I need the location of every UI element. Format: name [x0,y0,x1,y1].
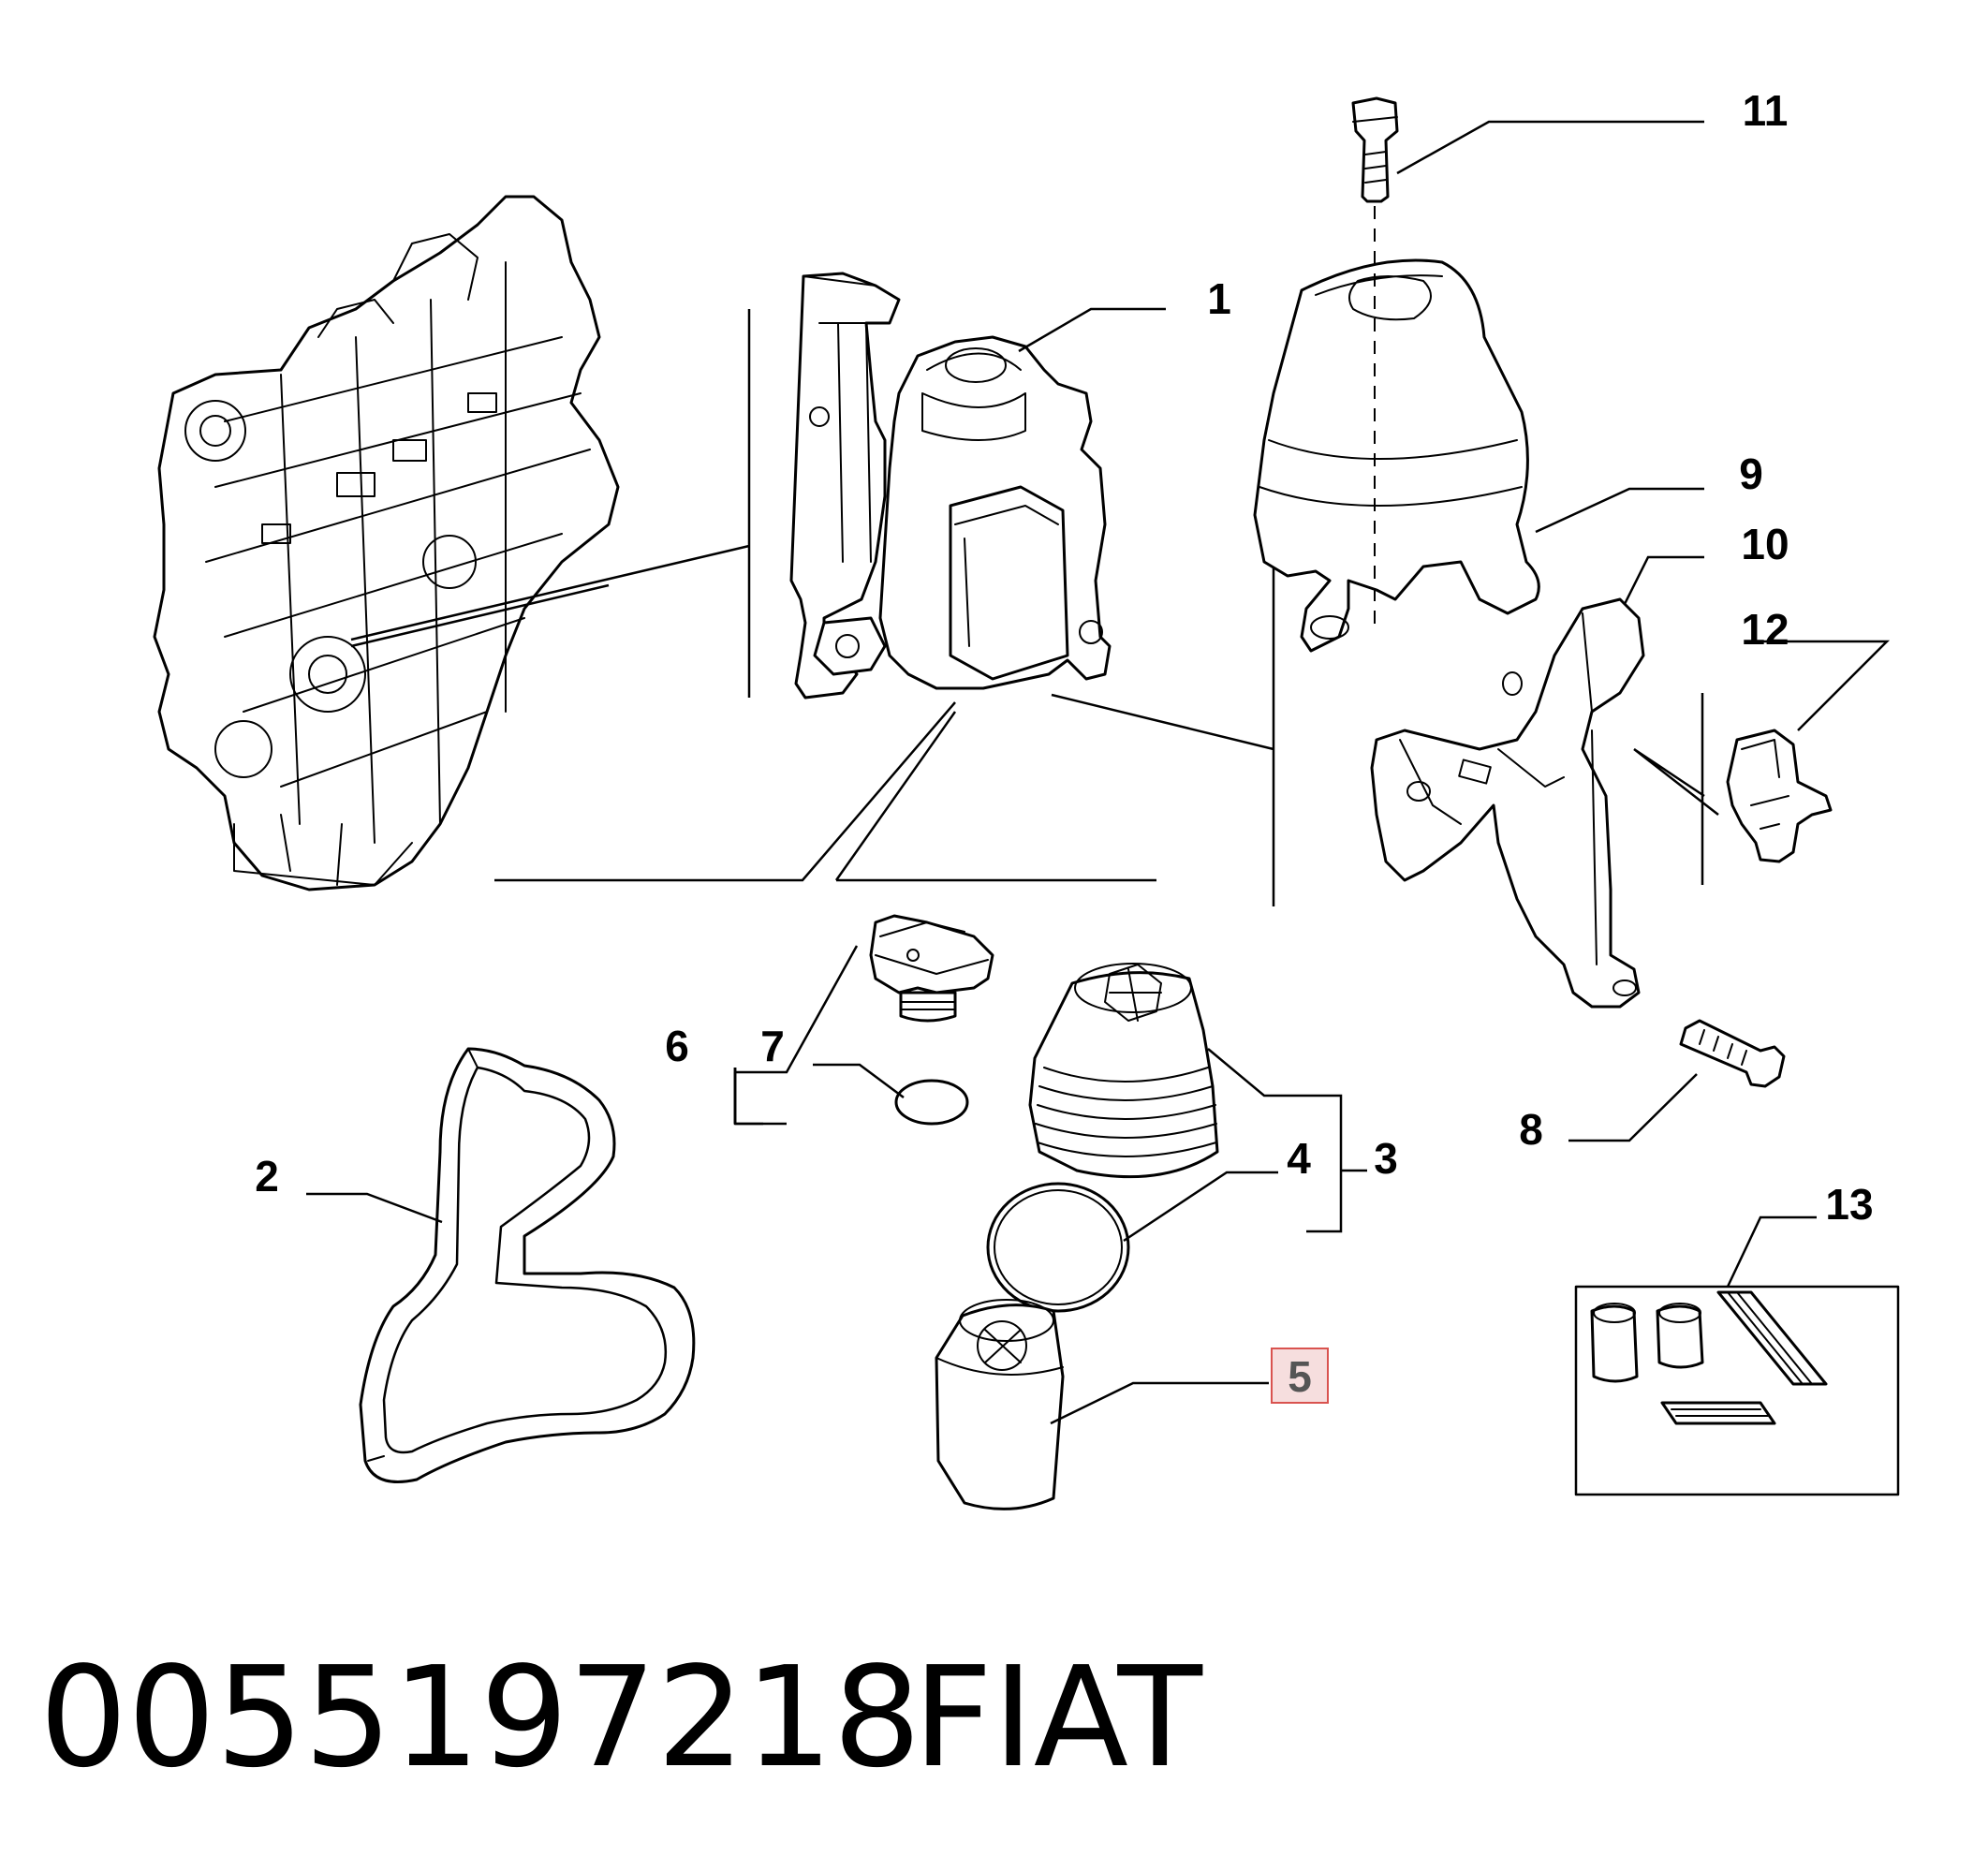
oil-filter-cap [1028,963,1219,1179]
callout-2[interactable]: 2 [255,1152,279,1201]
heat-shield-cover [1253,258,1540,653]
callout-5-highlight [1271,1348,1329,1404]
retaining-clip [1726,729,1833,863]
seal-ring-4 [986,1182,1130,1313]
callout-4[interactable]: 4 [1287,1134,1311,1183]
gasket [359,1047,696,1483]
brand-name: FIAT [913,1637,1203,1798]
callout-8[interactable]: 8 [1519,1105,1543,1154]
footer: 0055197218 FIAT [39,1637,1203,1798]
callout-5[interactable]: 5 [1288,1352,1312,1401]
oil-filler-cap [869,914,994,1023]
callout-9[interactable]: 9 [1739,449,1763,498]
oil-filter-housing-module [789,272,1112,700]
engine-block-illustration [153,195,620,891]
bolt-8 [1679,1019,1786,1088]
callout-7[interactable]: 7 [760,1022,785,1070]
filter-kit-box [1574,1285,1900,1496]
callout-10[interactable]: 10 [1741,520,1789,568]
leader-lines [306,120,1891,1425]
callout-12[interactable]: 12 [1741,605,1789,654]
bolt-11 [1351,96,1399,627]
callout-1[interactable]: 1 [1207,274,1231,323]
mounting-bracket [1370,597,1645,1009]
part-number: 0055197218 [39,1637,921,1798]
oil-filter-element [935,1299,1065,1510]
o-ring-7 [894,1079,969,1126]
callout-6[interactable]: 6 [665,1022,689,1070]
callout-labels: 1 2 3 4 5 6 7 8 9 10 11 12 13 [255,86,1873,1401]
callout-3[interactable]: 3 [1374,1134,1398,1183]
callout-13[interactable]: 13 [1825,1180,1873,1229]
callout-11[interactable]: 11 [1743,86,1789,135]
